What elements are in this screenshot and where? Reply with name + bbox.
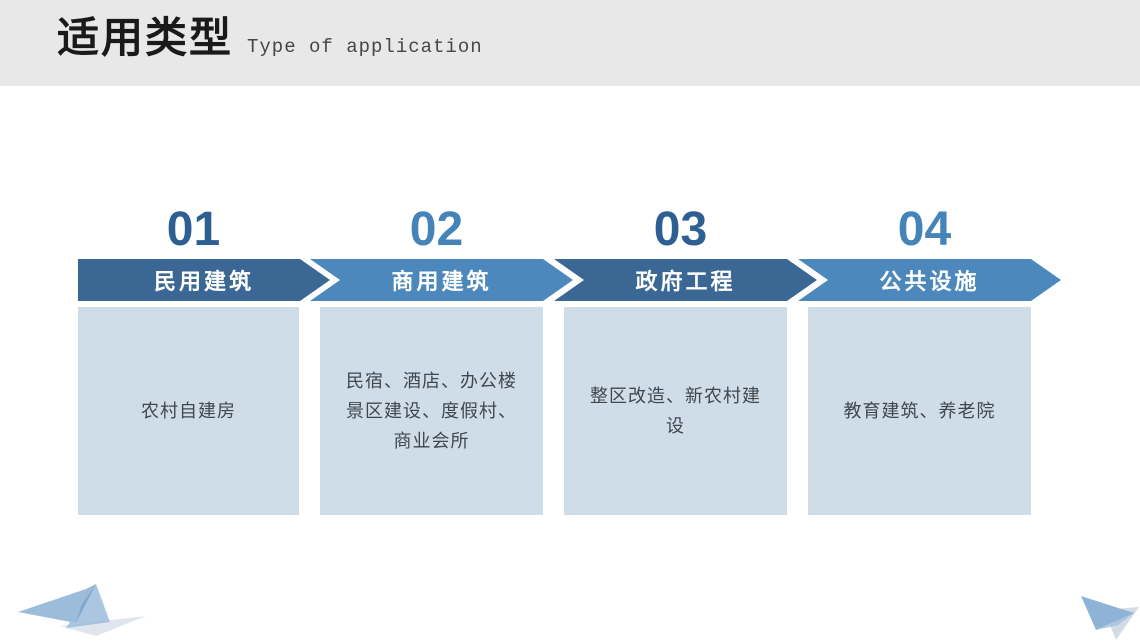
step-arrow-2: 商用建筑 — [310, 259, 573, 301]
step-card-3: 整区改造、新农村建 设 — [564, 307, 787, 515]
slide-header: 适用类型 Type of application — [0, 0, 1140, 86]
step-heading-4: 公共设施 — [879, 269, 980, 294]
step-card-4: 教育建筑、养老院 — [808, 307, 1031, 515]
step-arrow-3: 政府工程 — [554, 259, 817, 301]
paper-plane-icon — [18, 584, 146, 636]
step-arrow-4: 公共设施 — [798, 259, 1061, 301]
step-description-3: 整区改造、新农村建 设 — [590, 386, 761, 436]
step-card-2: 民宿、酒店、办公楼 景区建设、度假村、 商业会所 — [320, 307, 543, 515]
page-subtitle: Type of application — [247, 36, 483, 58]
step-number-1: 01 — [166, 203, 221, 256]
step-number-2: 02 — [409, 203, 464, 256]
step-heading-2: 商用建筑 — [391, 269, 492, 294]
step-card-1: 农村自建房 — [78, 307, 299, 515]
page-title: 适用类型 — [57, 14, 234, 61]
step-description-4: 教育建筑、养老院 — [843, 401, 996, 421]
paper-plane-icon — [1081, 596, 1139, 640]
step-number-3: 03 — [653, 203, 708, 256]
step-number-4: 04 — [897, 203, 952, 256]
step-description-2: 民宿、酒店、办公楼 景区建设、度假村、 商业会所 — [346, 371, 517, 451]
step-arrow-1: 民用建筑 — [78, 259, 330, 301]
step-description-1: 农村自建房 — [141, 401, 236, 421]
step-heading-1: 民用建筑 — [153, 269, 254, 294]
step-heading-3: 政府工程 — [635, 269, 736, 294]
